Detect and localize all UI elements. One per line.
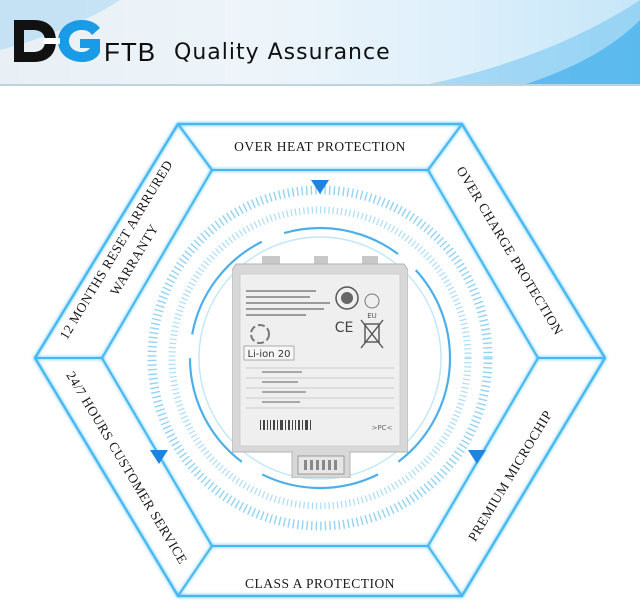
battery-connector [297,455,345,475]
feature-label-top-left-line1: 12 MONTHS RESET ARRRURED [57,157,176,342]
battery-li-ion-badge: Li-ion 20 [247,349,290,360]
feature-label-top: OVER HEAT PROTECTION [234,139,406,154]
feature-label-bottom: CLASS A PROTECTION [245,576,395,591]
arrow-down-icon [150,450,168,464]
dial-ring-middle [168,206,472,510]
arrow-down-icon [468,450,486,464]
battery-image: Li-ion 20 CE EU >PC< [232,256,408,478]
logo-dg [14,20,100,62]
barcode-icon [260,420,311,430]
hexagon-spokes [35,123,605,597]
pc-mark: >PC< [372,424,393,432]
crossed-bin-icon [360,319,384,349]
header-banner: FTB Quality Assurance [0,0,640,86]
certification-seal-icon [335,286,359,310]
dial-ring-inner [198,236,442,480]
feature-label-bottom-right: PREMIUM MICROCHIP [465,408,555,544]
feature-label-bottom-left: 24/7 HOURS CUSTOMER SERVICE [63,369,190,567]
header-divider [0,84,640,86]
dial-ring-arc [188,226,452,490]
logo-ftb-text: FTB [104,37,157,67]
recycle-icon [250,324,270,344]
arrow-down-icon [311,180,329,194]
ul-mark-icon [364,293,380,309]
eu-mark: EU [367,312,377,320]
ce-mark: CE [335,320,354,336]
header-title: Quality Assurance [174,40,391,65]
header-swoosh [0,0,640,86]
